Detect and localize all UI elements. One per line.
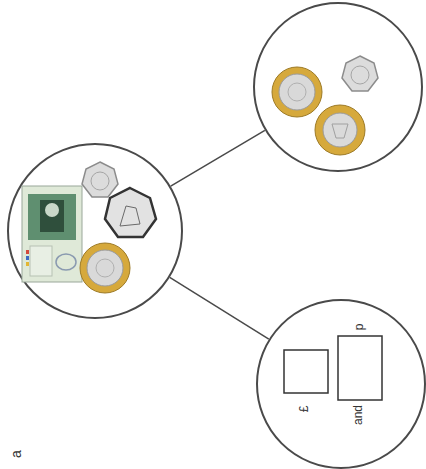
connector-line [171,130,265,186]
one-pound-coin [272,67,322,117]
answer-box [338,336,382,400]
part-whole-circle [253,2,423,172]
unit-label: p [353,324,367,331]
fifty-pence-coin [105,188,156,237]
question-letter: a [8,450,24,458]
unit-label: and [351,405,365,425]
twenty-pence-coin [82,162,118,197]
twenty-pence-coin [342,56,378,91]
five-pound-note [22,186,82,282]
answer-box [284,350,328,393]
unit-label: £ [298,406,312,413]
part-whole-circle [7,143,183,319]
two-pound-coin [315,105,365,155]
one-pound-coin [80,243,130,293]
connector-line [170,277,269,339]
part-whole-circle [256,299,426,469]
